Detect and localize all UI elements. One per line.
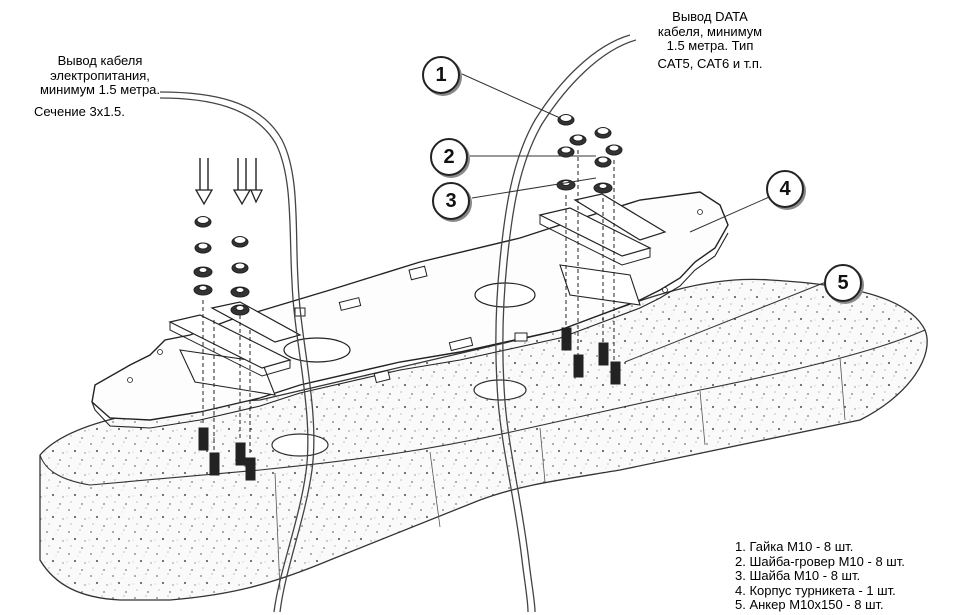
power-cable (159, 91, 315, 613)
parts-legend: 1. Гайка М10 - 8 шт. 2. Шайба-гровер М10… (735, 539, 905, 613)
leader-lines (461, 73, 827, 363)
data-cable-label-line: 1.5 метра. Тип (666, 38, 754, 53)
power-cable-section: Сечение 3х1.5. (34, 104, 125, 119)
data-cable-label-line: кабеля, минимум (657, 23, 763, 39)
cable-hole (271, 433, 329, 457)
legend-item: 3. Шайба М10 - 8 шт. (735, 568, 861, 583)
power-cable-label-line: Вывод кабеля (57, 53, 143, 68)
power-cable-label-line: минимум 1.5 метра. (39, 82, 161, 97)
callout-3: 3 (432, 182, 470, 220)
right-hardware (556, 114, 623, 385)
callout-4: 4 (766, 170, 804, 208)
legend-item: 1. Гайка М10 - 8 шт. (735, 539, 854, 554)
data-cable-label: Вывод DATA кабеля, минимум 1.5 метра. Ти… (640, 9, 780, 71)
data-cable (495, 34, 637, 613)
left-hardware (193, 158, 264, 481)
power-cable-label-line: электропитания, (50, 67, 150, 83)
concrete-slab (39, 278, 928, 601)
callout-1: 1 (422, 56, 460, 94)
data-cable-label-line: CAT5, CAT6 и т.п. (657, 55, 763, 71)
data-cable-label-line: Вывод DATA (672, 9, 748, 24)
cable-hole (473, 379, 527, 401)
legend-item: 4. Корпус турникета - 1 шт. (735, 582, 896, 598)
callout-5: 5 (824, 264, 862, 302)
legend-item: 2. Шайба-гровер М10 - 8 шт. (735, 553, 905, 569)
callout-2: 2 (430, 138, 468, 176)
power-cable-label: Вывод кабеля электропитания, минимум 1.5… (10, 53, 190, 98)
right-mounting-bracket (538, 193, 667, 306)
legend-item: 5. Анкер М10х150 - 8 шт. (735, 597, 884, 612)
